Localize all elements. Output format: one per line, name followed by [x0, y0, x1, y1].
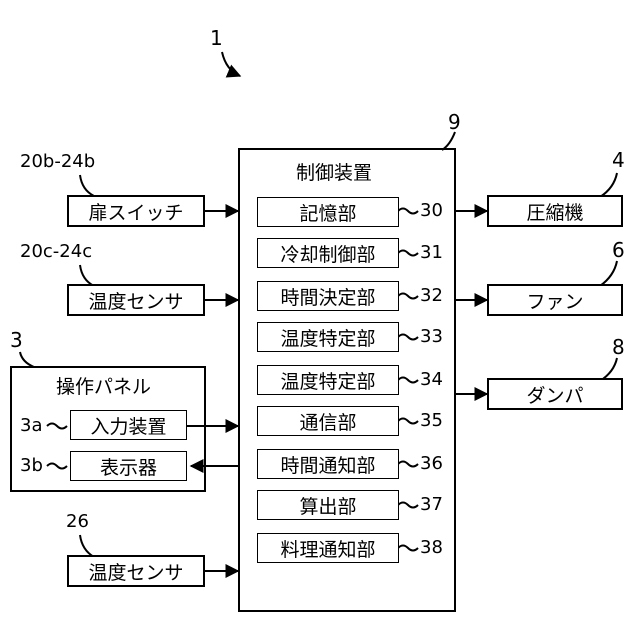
unit-34-box: 温度特定部	[257, 365, 399, 395]
leader-20c	[80, 265, 94, 286]
panel-ref: 3	[10, 330, 23, 350]
fan-ref: 6	[612, 240, 625, 260]
system-ref-arrow	[222, 52, 240, 76]
door-switch-box: 扉スイッチ	[67, 195, 205, 227]
leader-20b	[80, 175, 94, 196]
unit-36-box: 時間通知部	[257, 449, 399, 479]
fan-box: ファン	[487, 284, 623, 316]
unit-ref-34: 34	[420, 371, 443, 389]
unit-ref-35: 35	[420, 412, 443, 430]
unit-30-box: 記憶部	[257, 197, 399, 227]
temp-sensor-c-ref: 20c-24c	[20, 243, 92, 261]
unit-35-box: 通信部	[257, 406, 399, 436]
temp-sensor-c-box: 温度センサ	[67, 284, 205, 316]
unit-38-box: 料理通知部	[257, 533, 399, 563]
unit-32-box: 時間決定部	[257, 281, 399, 311]
display-ref: 3b	[20, 457, 43, 475]
temp-sensor-26-box: 温度センサ	[67, 555, 205, 587]
door-switch-ref: 20b-24b	[20, 153, 95, 171]
unit-ref-37: 37	[420, 496, 443, 514]
leader-4	[600, 173, 617, 197]
leader-26	[80, 535, 94, 557]
controller-title: 制御装置	[296, 164, 372, 183]
compressor-box: 圧縮機	[487, 195, 623, 227]
leader-3	[20, 352, 34, 367]
leader-6	[600, 261, 617, 286]
input-device-ref: 3a	[20, 417, 42, 435]
display-box: 表示器	[70, 451, 187, 481]
temp-sensor-26-ref: 26	[66, 513, 89, 531]
damper-ref: 8	[612, 337, 625, 357]
panel-title: 操作パネル	[56, 378, 151, 397]
unit-37-box: 算出部	[257, 490, 399, 520]
input-device-box: 入力装置	[70, 410, 187, 440]
unit-ref-30: 30	[420, 202, 443, 220]
system-ref-label: 1	[210, 28, 223, 48]
unit-ref-32: 32	[420, 287, 443, 305]
damper-box: ダンパ	[487, 378, 623, 410]
unit-31-box: 冷却制御部	[257, 238, 399, 268]
unit-ref-31: 31	[420, 244, 443, 262]
unit-ref-33: 33	[420, 328, 443, 346]
unit-ref-38: 38	[420, 539, 443, 557]
unit-33-box: 温度特定部	[257, 322, 399, 352]
unit-ref-36: 36	[420, 455, 443, 473]
compressor-ref: 4	[612, 150, 625, 170]
controller-ref-label: 9	[448, 112, 461, 132]
